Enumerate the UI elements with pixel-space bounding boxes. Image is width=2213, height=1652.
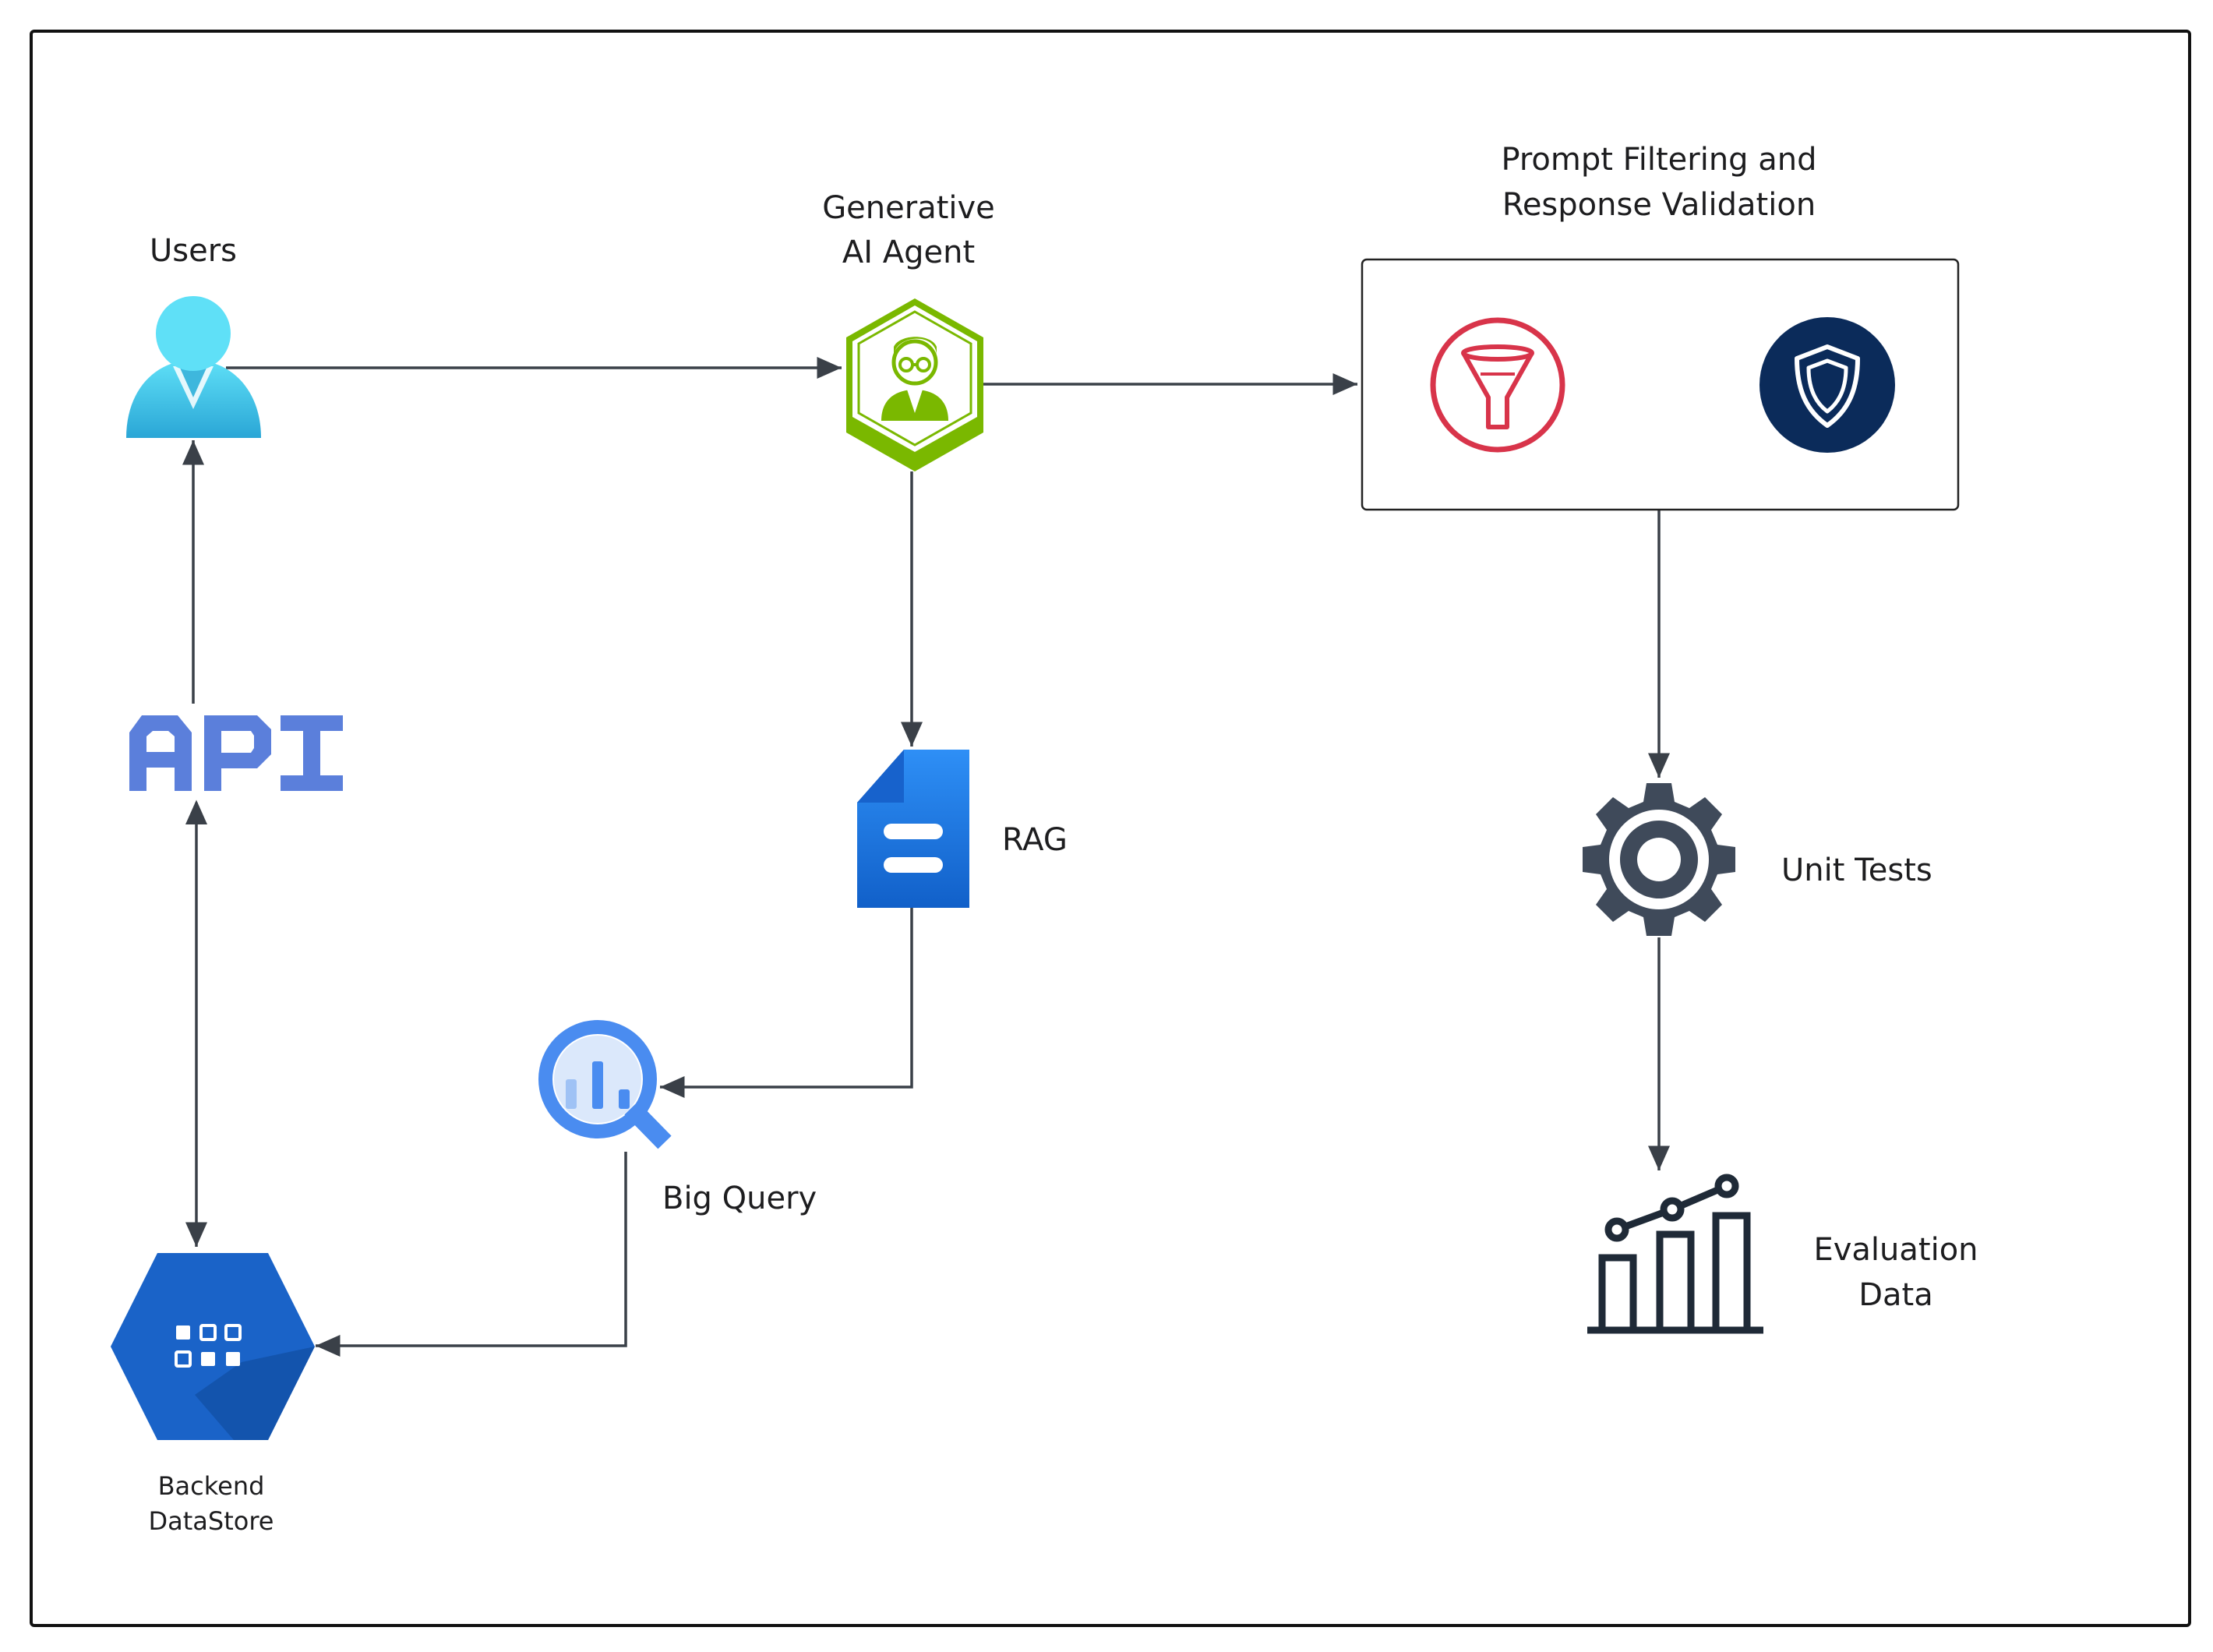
unit-tests-label: Unit Tests — [1781, 852, 1932, 888]
user-icon — [126, 296, 261, 438]
filter-group-label-line2: Response Validation — [1502, 187, 1816, 223]
funnel-icon — [1430, 317, 1565, 453]
bigquery-icon — [538, 1020, 672, 1149]
edge-big-query-to-datastore — [316, 1152, 627, 1357]
agent-node[interactable]: Generative AI Agent — [822, 190, 995, 471]
big-query-label: Big Query — [662, 1181, 817, 1216]
users-node[interactable]: Users — [126, 233, 261, 438]
shield-icon — [1759, 317, 1895, 453]
document-icon — [857, 750, 969, 908]
bar-chart-icon — [1587, 1174, 1763, 1334]
datastore-icon — [111, 1253, 315, 1440]
datastore-label-line2: DataStore — [149, 1506, 274, 1536]
big-query-node[interactable]: Big Query — [538, 1020, 817, 1216]
datastore-label-line1: Backend — [158, 1471, 265, 1501]
datastore-node[interactable]: Backend DataStore — [111, 1253, 315, 1536]
rag-node[interactable]: RAG — [857, 750, 1068, 908]
evaluation-node[interactable]: Evaluation Data — [1587, 1174, 1978, 1334]
api-node[interactable] — [129, 715, 343, 791]
users-label: Users — [150, 233, 237, 269]
diagram-frame — [30, 30, 2191, 1627]
agent-label-line2: AI Agent — [842, 235, 975, 270]
rag-label: RAG — [1002, 822, 1068, 858]
evaluation-label-line1: Evaluation — [1813, 1232, 1978, 1268]
unit-tests-node[interactable]: Unit Tests — [1583, 783, 1932, 936]
filter-group-label-line1: Prompt Filtering and — [1501, 142, 1816, 178]
gear-icon — [1583, 783, 1735, 936]
filter-validation-group[interactable]: Prompt Filtering and Response Validation — [1361, 142, 1960, 511]
edge-rag-to-big-query — [660, 905, 913, 1098]
evaluation-label-line2: Data — [1858, 1277, 1933, 1313]
agent-label-line1: Generative — [822, 190, 995, 226]
api-icon — [129, 715, 343, 791]
ai-agent-icon — [846, 298, 983, 471]
